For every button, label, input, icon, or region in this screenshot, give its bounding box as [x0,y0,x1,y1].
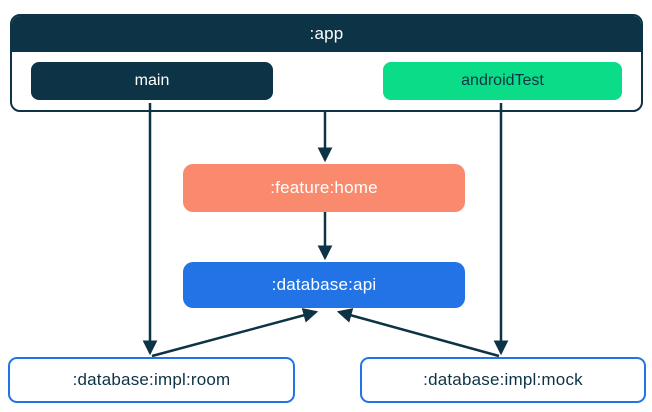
node-feature-home: :feature:home [183,164,465,212]
node-database-api-label: :database:api [271,275,377,294]
node-app-body: main androidTest [12,52,641,110]
edge-database-impl-mock-to-database-api [336,308,500,358]
edge-database-impl-room-to-database-api [151,308,319,358]
node-database-impl-room-label: :database:impl:room [72,370,231,389]
node-feature-home-label: :feature:home [270,178,378,197]
node-sourceset-androidtest: androidTest [383,62,622,100]
node-sourceset-main: main [31,62,273,100]
node-app-label: :app [309,24,344,43]
node-app-group: :app main androidTest [10,14,643,112]
node-sourceset-androidtest-label: androidTest [461,72,544,89]
node-database-api: :database:api [183,262,465,308]
node-database-impl-mock: :database:impl:mock [360,357,646,403]
node-app-header: :app [12,16,641,52]
node-database-impl-mock-label: :database:impl:mock [423,370,583,389]
node-database-impl-room: :database:impl:room [8,357,295,403]
node-sourceset-main-label: main [134,72,170,89]
